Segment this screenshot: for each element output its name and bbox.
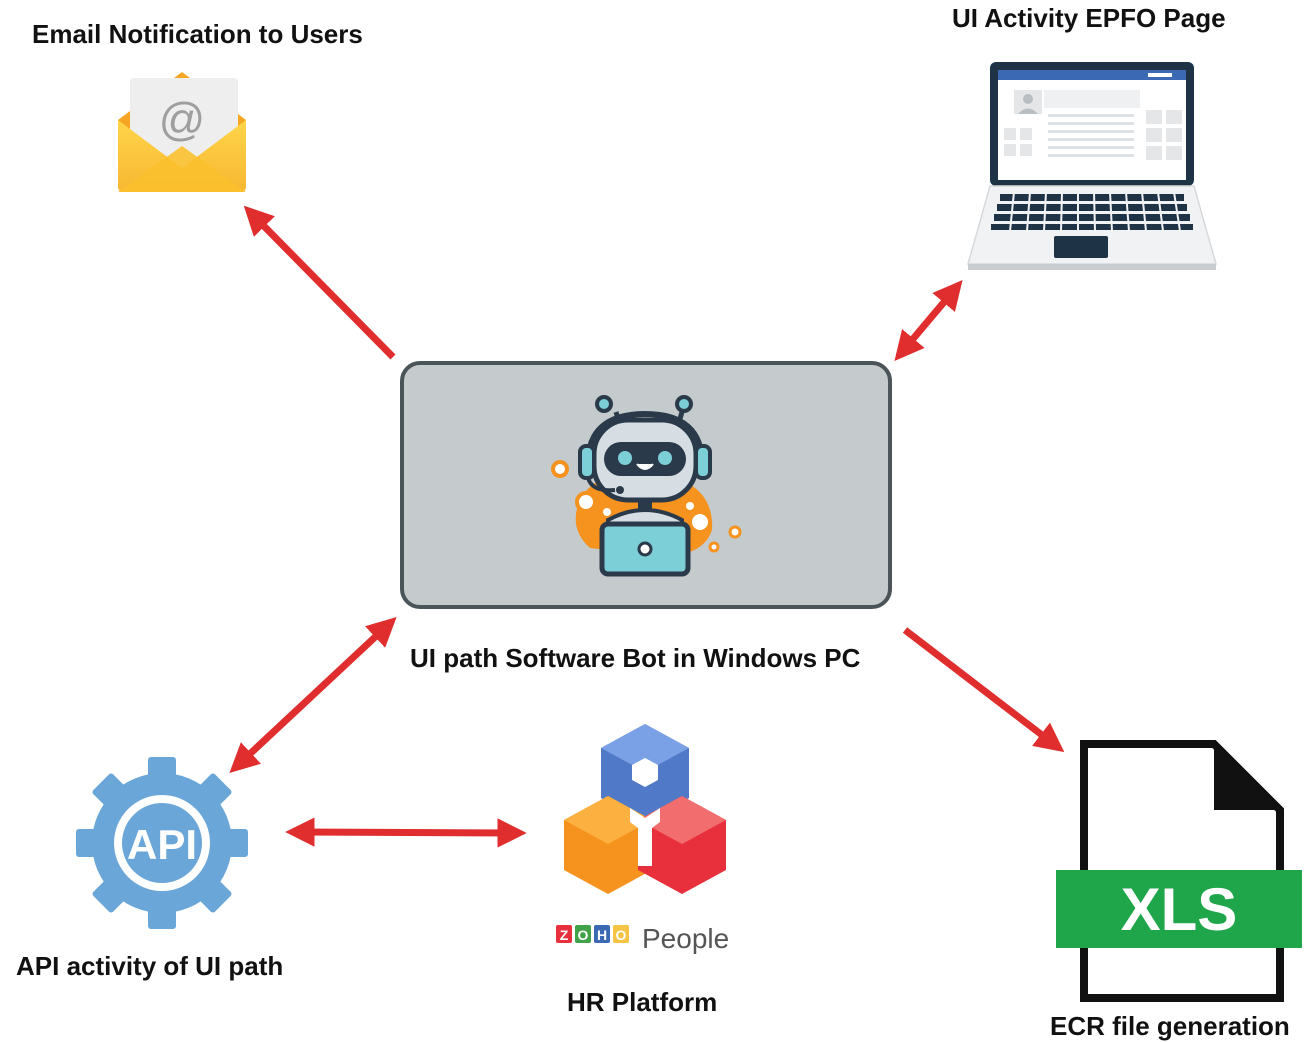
connector-arrows: [229, 205, 1065, 848]
arrow-bot-to-ecr: [902, 627, 1065, 753]
xls-badge: XLS: [1121, 876, 1238, 943]
bot-node-label: UI path Software Bot in Windows PC: [410, 643, 861, 673]
email-envelope-icon: @: [118, 72, 246, 192]
zoho-letter-z: Z: [560, 927, 569, 943]
email-node-label: Email Notification to Users: [32, 19, 363, 49]
xls-file-icon: XLS: [1056, 740, 1302, 1002]
zoho-people-wordmark: People: [642, 923, 729, 954]
ecr-node-label: ECR file generation: [1050, 1011, 1290, 1041]
zoho-people-logo-icon: [564, 724, 726, 894]
hr-node-label: HR Platform: [567, 987, 718, 1017]
arrow-api-hr: [285, 817, 527, 848]
robot-headset-icon: [551, 395, 742, 577]
ui-activity-node-label: UI Activity EPFO Page: [952, 3, 1226, 33]
laptop-icon: [967, 62, 1217, 270]
zoho-letter-h: H: [597, 927, 607, 943]
zoho-letter-o1: O: [578, 927, 589, 943]
arrow-bot-ui-activity: [894, 280, 963, 361]
arrow-bot-to-email: [243, 205, 396, 360]
api-node-label: API activity of UI path: [16, 951, 284, 981]
email-at-symbol: @: [159, 93, 206, 145]
api-gear-label: API: [127, 821, 197, 868]
zoho-letter-o2: O: [616, 927, 627, 943]
zoho-brand-mark: Z O H O People: [556, 923, 729, 954]
bot-node: [400, 361, 892, 609]
arrow-bot-api: [229, 616, 397, 774]
api-gear-icon: API: [76, 757, 248, 929]
